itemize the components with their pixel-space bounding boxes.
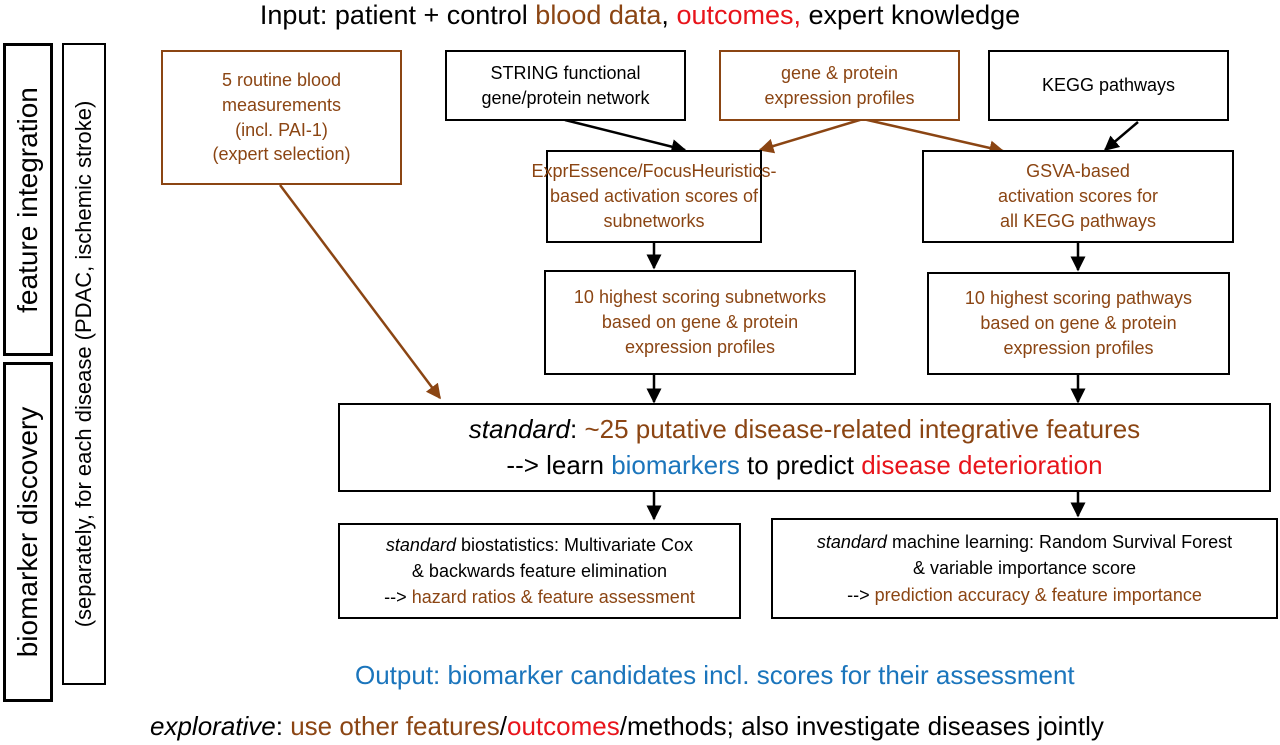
string-network-box: STRING functional gene/protein network [445, 50, 686, 121]
cox-box: standard biostatistics: Multivariate Cox… [338, 523, 741, 619]
arrow-kegg-to-gsva [1103, 121, 1139, 151]
standard-line-2: --> learn biomarkers to predict disease … [506, 448, 1102, 483]
string-line-2: gene/protein network [481, 87, 650, 108]
rsf-result: prediction accuracy & feature importance [874, 584, 1202, 605]
cox-line-2: & backwards feature elimination [411, 560, 668, 581]
pathways-line-2: based on gene & protein [980, 313, 1177, 334]
blood-line-2: measurements [221, 94, 342, 115]
standard-features: ~25 putative disease-related integrative… [584, 414, 1141, 445]
blood-measurements-box: 5 routine blood measurements (incl. PAI-… [161, 50, 402, 185]
subnetworks-line-3: expression profiles [624, 336, 776, 357]
pathways-line-3: expression profiles [1003, 337, 1154, 358]
standard-arrow: --> learn [506, 449, 612, 480]
kegg-line-1: KEGG pathways [1041, 75, 1176, 96]
explorative-outcomes: outcomes [507, 711, 620, 741]
biomarker-discovery-label-box: biomarker discovery [3, 362, 53, 702]
title-prefix: Input: patient + control [259, 0, 536, 30]
standard-features-box: standard: ~25 putative disease-related i… [338, 403, 1271, 492]
explorative-italic: explorative [150, 711, 276, 741]
blood-line-3: (incl. PAI-1) [235, 119, 328, 140]
explorative-use-other: use other features [290, 711, 500, 741]
explorative-colon: : [275, 711, 291, 741]
standard-biomarkers: biomarkers [611, 449, 740, 480]
cox-italic: standard [385, 534, 456, 555]
arrow-profiles-to-gsva [862, 117, 1005, 156]
output-text: Output: biomarker candidates incl. score… [355, 660, 1075, 690]
cox-arrow: --> [384, 587, 412, 608]
rsf-box: standard machine learning: Random Surviv… [771, 518, 1278, 619]
cox-line-1: standard biostatistics: Multivariate Cox [386, 532, 693, 558]
expression-profiles-box: gene & protein expression profiles [719, 50, 960, 121]
rsf-rest: machine learning: Random Survival Forest [886, 532, 1233, 553]
cox-rest: biostatistics: Multivariate Cox [455, 534, 694, 555]
gsva-box: GSVA-based activation scores for all KEG… [922, 150, 1234, 243]
standard-italic: standard [468, 414, 570, 445]
rsf-line-2: & variable importance score [912, 558, 1137, 579]
expressence-line-1: ExprEssence/FocusHeuristics- [531, 161, 777, 182]
explorative-rest: /methods; also investigate diseases join… [619, 711, 1104, 741]
title-comma: , [661, 0, 677, 30]
string-line-1: STRING functional [490, 62, 641, 83]
explorative-slash: / [499, 711, 507, 741]
expressence-line-3: subnetworks [603, 210, 705, 231]
cox-result: hazard ratios & feature assessment [411, 587, 695, 608]
title-outcomes: outcomes, [676, 0, 801, 30]
arrow-string-to-expressence [564, 118, 687, 155]
cox-line-3: --> hazard ratios & feature assessment [384, 584, 695, 610]
top-pathways-box: 10 highest scoring pathways based on gen… [927, 272, 1230, 375]
rsf-line-3: --> prediction accuracy & feature import… [847, 582, 1202, 608]
blood-line-1: 5 routine blood [221, 69, 342, 90]
pathways-line-1: 10 highest scoring pathways [964, 288, 1193, 309]
profiles-line-2: expression profiles [764, 87, 915, 108]
gsva-line-2: activation scores for [997, 186, 1159, 207]
standard-to-predict: to predict [739, 449, 862, 480]
gsva-line-1: GSVA-based [1026, 161, 1130, 182]
rsf-line-1: standard machine learning: Random Surviv… [817, 529, 1232, 555]
gsva-line-3: all KEGG pathways [999, 210, 1157, 231]
arrow-blood-to-standard [279, 184, 441, 400]
feature-integration-label-box: feature integration [3, 43, 53, 356]
top-subnetworks-box: 10 highest scoring subnetworks based on … [544, 270, 856, 375]
expressence-line-2: based activation scores of [549, 186, 759, 207]
rsf-arrow: --> [847, 584, 875, 605]
standard-deterioration: disease deterioration [861, 449, 1103, 480]
title-blood-data: blood data [535, 0, 662, 30]
expressence-box: ExprEssence/FocusHeuristics- based activ… [531, 150, 777, 243]
kegg-pathways-box: KEGG pathways [988, 50, 1229, 121]
explorative-text: explorative: use other features/outcomes… [150, 711, 1104, 741]
arrow-profiles-to-expressence [758, 117, 864, 154]
subnetworks-line-2: based on gene & protein [601, 312, 799, 333]
rsf-italic: standard [816, 532, 887, 553]
title-suffix: expert knowledge [801, 0, 1021, 30]
separately-label-box: (separately, for each disease (PDAC, isc… [62, 43, 106, 685]
standard-colon: : [569, 414, 585, 445]
subnetworks-line-1: 10 highest scoring subnetworks [573, 287, 827, 308]
blood-line-4: (expert selection) [212, 144, 351, 165]
standard-line-1: standard: ~25 putative disease-related i… [469, 412, 1140, 447]
input-title: Input: patient + control blood data, out… [0, 0, 1280, 30]
profiles-line-1: gene & protein [780, 62, 899, 83]
